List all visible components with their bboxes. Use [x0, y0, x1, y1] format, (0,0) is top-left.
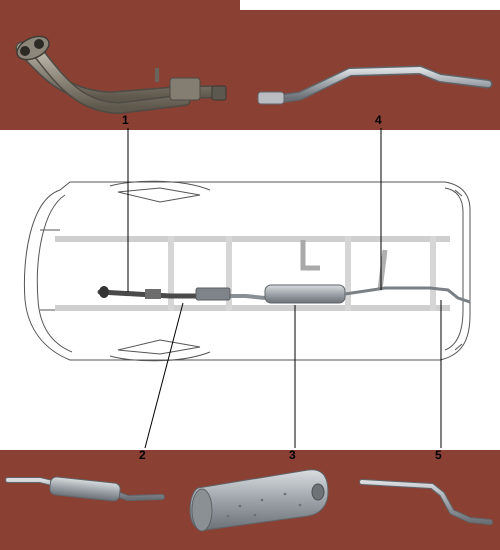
part-3-muffler-image: [189, 469, 329, 532]
part-2-silencer-pipe-image: [5, 476, 165, 502]
part-5-tailpipe-image: [359, 479, 493, 525]
part-1-downpipe-image: [15, 35, 227, 115]
vehicle-underbody-outline: [23, 180, 471, 362]
callout-2-label: 2: [139, 448, 146, 462]
top-parts-panel: [0, 0, 500, 130]
callout-4-label: 4: [375, 113, 382, 127]
part-4-pipe-image: [257, 65, 493, 105]
installed-exhaust-system: [97, 284, 471, 304]
callout-3-label: 3: [289, 448, 296, 462]
callout-1-label: 1: [122, 113, 129, 127]
chassis-frame: [55, 236, 450, 311]
callout-5-label: 5: [435, 448, 442, 462]
panel-gap: [240, 0, 500, 10]
callout-leader-lines: [127, 128, 442, 449]
